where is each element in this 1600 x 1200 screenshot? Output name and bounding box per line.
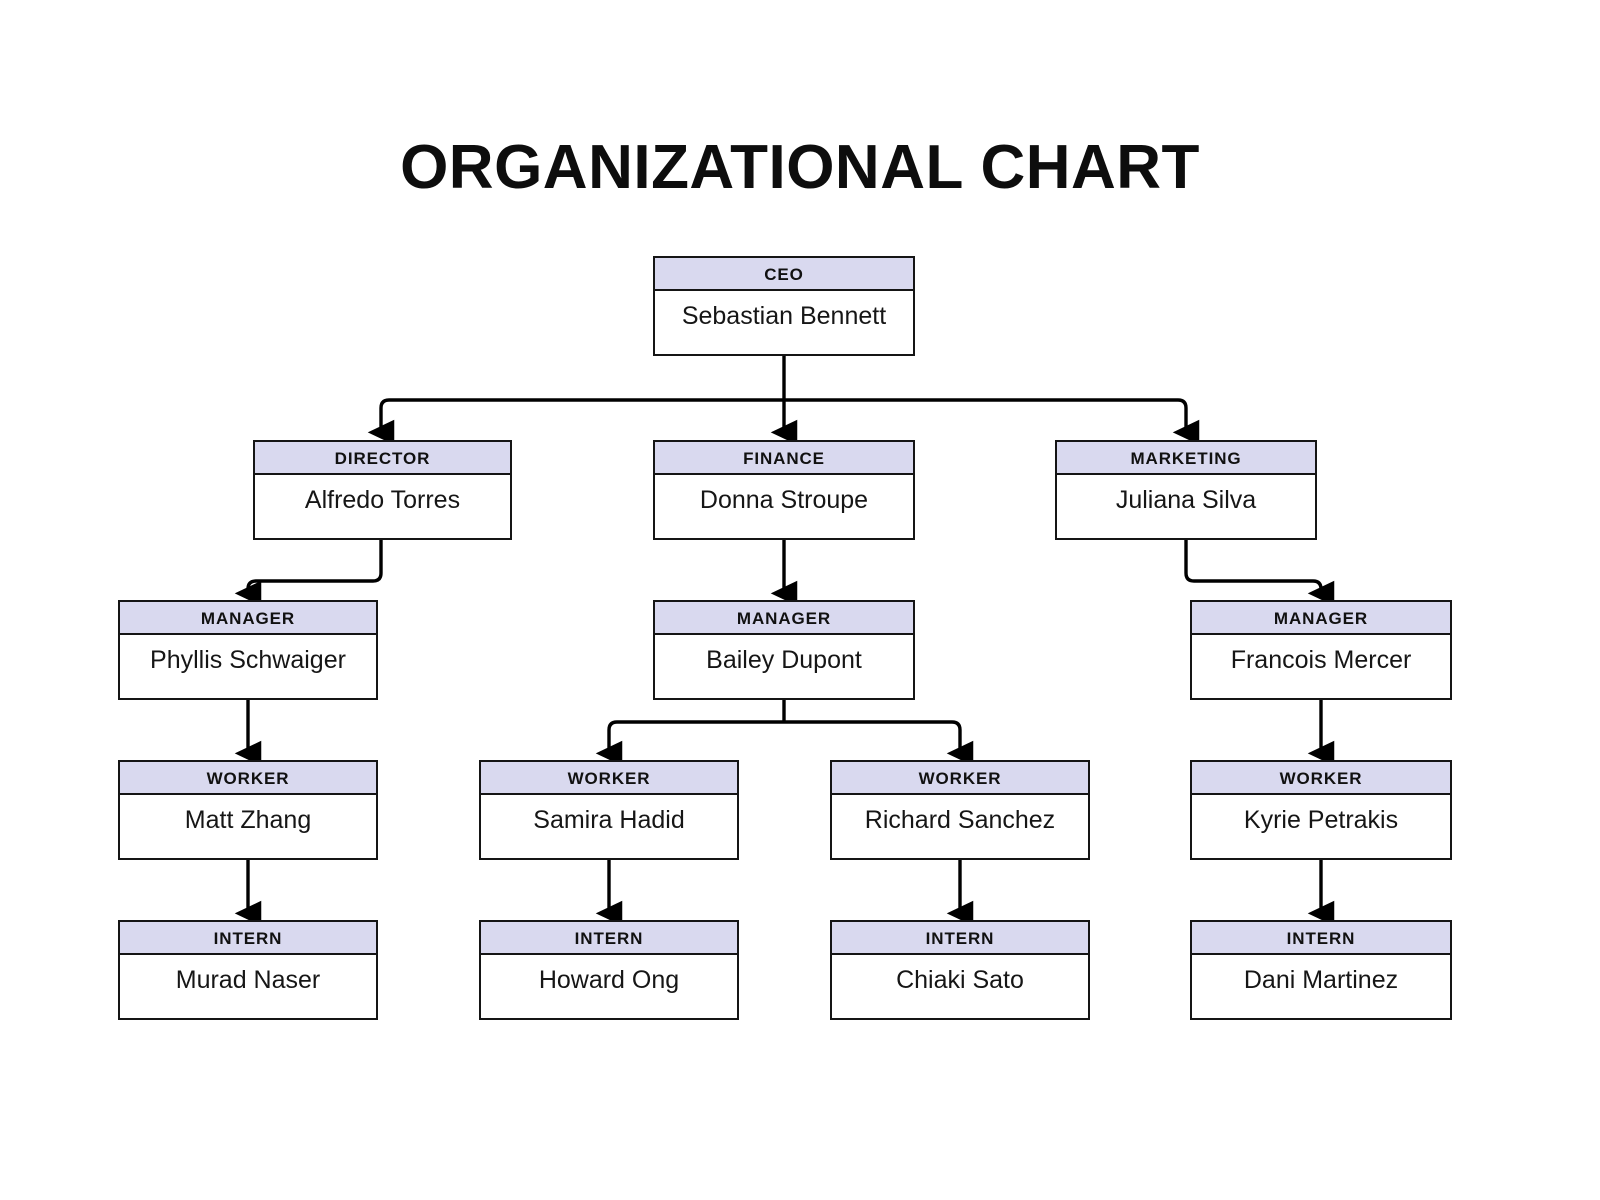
node-worker-4[interactable]: WORKER Kyrie Petrakis (1190, 760, 1452, 860)
node-finance-role: FINANCE (655, 442, 913, 475)
page-title: ORGANIZATIONAL CHART (400, 133, 1200, 202)
node-director[interactable]: DIRECTOR Alfredo Torres (253, 440, 512, 540)
node-worker-1-name: Matt Zhang (120, 795, 376, 846)
node-manager-center-name: Bailey Dupont (655, 635, 913, 686)
node-manager-right-name: Francois Mercer (1192, 635, 1450, 686)
node-intern-3-role: INTERN (832, 922, 1088, 955)
node-finance-name: Donna Stroupe (655, 475, 913, 526)
node-marketing-role: MARKETING (1057, 442, 1315, 475)
node-marketing[interactable]: MARKETING Juliana Silva (1055, 440, 1317, 540)
node-director-name: Alfredo Torres (255, 475, 510, 526)
node-intern-4-name: Dani Martinez (1192, 955, 1450, 1006)
node-director-role: DIRECTOR (255, 442, 510, 475)
node-intern-2-role: INTERN (481, 922, 737, 955)
node-ceo-role: CEO (655, 258, 913, 291)
node-manager-right[interactable]: MANAGER Francois Mercer (1190, 600, 1452, 700)
node-worker-3-role: WORKER (832, 762, 1088, 795)
node-manager-left-name: Phyllis Schwaiger (120, 635, 376, 686)
node-worker-4-role: WORKER (1192, 762, 1450, 795)
node-intern-4-role: INTERN (1192, 922, 1450, 955)
node-worker-1-role: WORKER (120, 762, 376, 795)
node-intern-3[interactable]: INTERN Chiaki Sato (830, 920, 1090, 1020)
connector-director-to-manager-left (234, 535, 383, 606)
connector-marketing-to-manager-right (1184, 535, 1335, 606)
node-worker-4-name: Kyrie Petrakis (1192, 795, 1450, 846)
node-ceo-name: Sebastian Bennett (655, 291, 913, 342)
node-manager-center-role: MANAGER (655, 602, 913, 635)
node-worker-2-name: Samira Hadid (481, 795, 737, 846)
node-intern-1[interactable]: INTERN Murad Naser (118, 920, 378, 1020)
node-intern-1-role: INTERN (120, 922, 376, 955)
node-manager-left[interactable]: MANAGER Phyllis Schwaiger (118, 600, 378, 700)
connector-ceo-to-marketing (784, 398, 1200, 445)
node-manager-right-role: MANAGER (1192, 602, 1450, 635)
connector-manager-center-to-worker-2 (595, 720, 784, 766)
node-ceo[interactable]: CEO Sebastian Bennett (653, 256, 915, 356)
node-worker-2[interactable]: WORKER Samira Hadid (479, 760, 739, 860)
node-worker-3[interactable]: WORKER Richard Sanchez (830, 760, 1090, 860)
node-intern-4[interactable]: INTERN Dani Martinez (1190, 920, 1452, 1020)
node-intern-2-name: Howard Ong (481, 955, 737, 1006)
node-intern-2[interactable]: INTERN Howard Ong (479, 920, 739, 1020)
node-finance[interactable]: FINANCE Donna Stroupe (653, 440, 915, 540)
node-worker-2-role: WORKER (481, 762, 737, 795)
node-intern-1-name: Murad Naser (120, 955, 376, 1006)
node-worker-1[interactable]: WORKER Matt Zhang (118, 760, 378, 860)
node-marketing-name: Juliana Silva (1057, 475, 1315, 526)
node-manager-center[interactable]: MANAGER Bailey Dupont (653, 600, 915, 700)
connector-manager-center-to-worker-3 (784, 720, 974, 766)
connector-ceo-to-director (367, 398, 784, 445)
node-manager-left-role: MANAGER (120, 602, 376, 635)
node-worker-3-name: Richard Sanchez (832, 795, 1088, 846)
node-intern-3-name: Chiaki Sato (832, 955, 1088, 1006)
